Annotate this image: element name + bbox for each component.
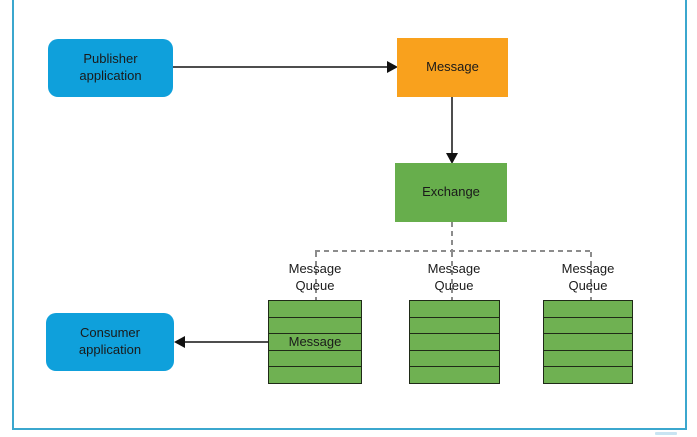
- queue-row: [410, 351, 499, 368]
- consumer-application-node: Consumer application: [46, 313, 174, 371]
- queue-1-label: Message Queue: [288, 261, 342, 293]
- queue-row: [544, 351, 632, 368]
- message-queue-1: Message: [268, 300, 362, 384]
- arrowhead-right-icon: [387, 61, 398, 73]
- queue-row: [410, 334, 499, 351]
- publisher-application-label: Publisher application: [79, 51, 142, 83]
- queue-3-label: Message Queue: [561, 261, 615, 293]
- exchange-node: Exchange: [395, 163, 507, 222]
- artifact-dash: [655, 432, 677, 435]
- queue-row: [269, 301, 361, 318]
- message-queue-2: [409, 300, 500, 384]
- arrowhead-left-icon: [174, 336, 185, 348]
- arrow-queue-to-consumer: [184, 341, 268, 343]
- message-queue-3: [543, 300, 633, 384]
- queue-row-message: Message: [269, 334, 361, 351]
- queue-row: [269, 318, 361, 335]
- message-label: Message: [426, 59, 479, 75]
- dashed-line-to-queue-3: [590, 252, 592, 300]
- queue-row: [544, 301, 632, 318]
- exchange-label: Exchange: [422, 184, 480, 200]
- arrowhead-down-icon: [446, 153, 458, 164]
- arrow-message-to-exchange: [451, 97, 453, 156]
- publisher-application-node: Publisher application: [48, 39, 173, 97]
- queue-message-label: Message: [288, 334, 342, 350]
- arrow-publisher-to-message: [173, 66, 389, 68]
- queue-row: [544, 334, 632, 351]
- frame-left-edge: [12, 0, 14, 430]
- queue-row: [544, 367, 632, 383]
- frame-bottom-edge: [12, 428, 687, 430]
- queue-row: [410, 318, 499, 335]
- dashed-line-exchange-down: [451, 222, 453, 251]
- consumer-application-label: Consumer application: [78, 325, 142, 357]
- queue-row: [410, 301, 499, 318]
- queue-2-label: Message Queue: [427, 261, 481, 293]
- message-node: Message: [397, 38, 508, 97]
- queue-row: [410, 367, 499, 383]
- dashed-line-to-queue-1: [315, 252, 317, 300]
- dashed-line-spread: [315, 250, 592, 252]
- frame-right-edge: [685, 0, 687, 430]
- dashed-line-to-queue-2: [451, 252, 453, 300]
- queue-row: [269, 351, 361, 368]
- queue-row: [269, 367, 361, 383]
- queue-row: [544, 318, 632, 335]
